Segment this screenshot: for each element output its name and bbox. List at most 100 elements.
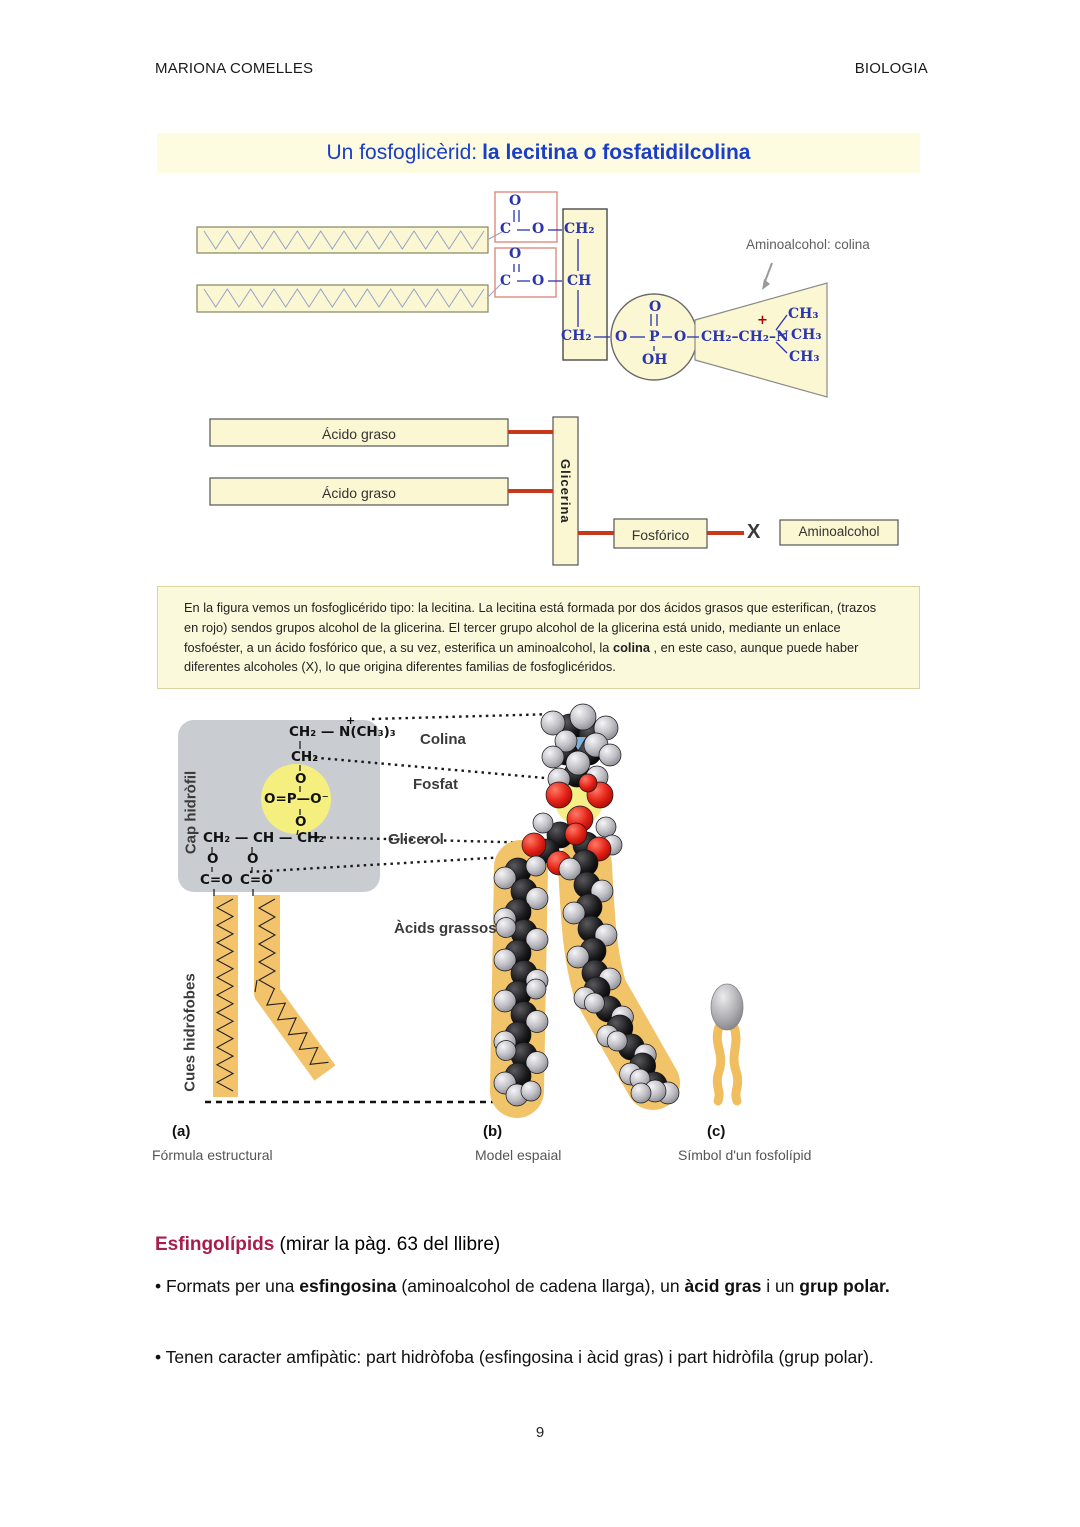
heading-term: Esfingolípids	[155, 1234, 275, 1255]
atom-C: C	[500, 221, 512, 237]
sphere	[545, 781, 573, 809]
sphere	[495, 917, 517, 938]
bullet-1-bold: àcid gras	[684, 1276, 762, 1296]
sphere	[525, 887, 549, 910]
formula-bonds	[211, 741, 301, 896]
figure-title-banner: Un fosfoglicèrid: la lecitina o fosfatid…	[157, 133, 920, 173]
choline-trapezoid	[694, 282, 828, 398]
x-placeholder: X	[747, 521, 761, 543]
group-CH2: CH₂	[564, 221, 595, 237]
choline-chain: CH₂–CH₂–N	[701, 329, 789, 345]
sphere	[566, 945, 590, 969]
ester-bond-box-1	[494, 191, 558, 243]
panel-a-tag: (a)	[172, 1123, 191, 1140]
panel-b-caption: Model espaial	[475, 1147, 562, 1163]
bullet-2: • Tenen caracter amfipàtic: part hidròfo…	[155, 1347, 874, 1367]
atom-O: O	[674, 329, 687, 345]
aminoalcohol-label: Aminoalcohol	[798, 524, 880, 539]
tail-bent-lower	[256, 985, 336, 1081]
sphere	[569, 703, 597, 731]
glycerol-row: CH₂ — CH — CH₂	[203, 830, 325, 846]
sphere	[525, 1051, 549, 1074]
sphere	[521, 832, 547, 858]
header-subject: BIOLOGIA	[854, 60, 928, 77]
figure-phospholipid-panels: Cap hidròfil Cues hidròfobes CH₂ — N(CH₃…	[0, 695, 1080, 1180]
sphere	[525, 855, 547, 877]
model-spheres	[493, 703, 680, 1107]
atom-O: O	[615, 329, 628, 345]
phosphoric-label: Fosfórico	[631, 527, 690, 543]
fatty-zigzags	[203, 230, 485, 308]
sphere	[558, 857, 582, 881]
sphere	[532, 812, 554, 834]
sphere	[584, 992, 605, 1014]
carbonyl: C=O	[200, 872, 233, 888]
dotted-connectors	[249, 712, 557, 874]
group-CH2: CH₂	[561, 328, 592, 344]
header-author: MARIONA COMELLES	[155, 60, 314, 77]
sphere	[562, 901, 586, 925]
plus-charge: +	[346, 714, 356, 727]
glycerol-label: Glicerol	[388, 831, 444, 848]
caption-text: En la figura vemos un fosfoglicérido tip…	[184, 600, 877, 655]
page-number: 9	[535, 1424, 545, 1441]
bullet-1-text: i un	[761, 1276, 800, 1296]
fatty-acid-block-1	[209, 418, 509, 447]
plus-charge: +	[757, 313, 768, 328]
sphere	[525, 1010, 549, 1033]
bond-lines	[513, 210, 788, 354]
phospholipid-drawing	[178, 703, 744, 1118]
sphere	[495, 1040, 517, 1061]
phosphate-row: O=P—O⁻	[264, 791, 329, 807]
group-CH: CH	[567, 273, 592, 289]
bullet-1-text: (aminoalcohol de cadena llarga), un	[396, 1276, 685, 1296]
sphere	[493, 989, 517, 1013]
atom-O: O	[295, 771, 307, 787]
formula-choline-row: CH₂ — N(CH₃)₃	[289, 724, 396, 740]
glycerol-box	[562, 208, 608, 361]
choline-label: Colina	[420, 731, 466, 748]
bullet-1: • Formats per una esfingosina (aminoalco…	[155, 1270, 945, 1302]
tails-label: Cues hidròfobes	[181, 973, 199, 1092]
sphere	[554, 729, 578, 753]
panel-c-tag: (c)	[707, 1123, 726, 1140]
fatty-chain-box-1	[196, 226, 489, 254]
phosphate-highlight	[261, 764, 331, 834]
atom-O: O	[509, 246, 522, 262]
group-CH3: CH₃	[788, 306, 819, 322]
title-bold: la lecitina o fosfatidilcolina	[482, 141, 751, 164]
atom-C: C	[500, 273, 512, 289]
group-OH: OH	[642, 352, 668, 368]
group-CH2: CH₂	[291, 749, 319, 765]
caption-bold-colina: colina	[612, 639, 650, 655]
atom-O: O	[207, 851, 219, 867]
title-prefix: Un fosfoglicèrid:	[326, 141, 478, 164]
fatty-acid-block-2	[209, 477, 509, 506]
atom-O: O	[295, 814, 307, 830]
fatty-acid-label-2: Ácido graso	[322, 485, 396, 501]
symbol-tail-2	[729, 1022, 743, 1106]
sphere	[606, 1030, 628, 1052]
atom-O: O	[532, 273, 545, 289]
caption-text: , en este caso, aunque puede haber difer…	[184, 639, 859, 675]
bullet-1-bold: esfingosina	[299, 1276, 397, 1296]
sphere	[595, 816, 617, 838]
lecithin-structure-drawing	[196, 191, 899, 566]
head-label: Cap hidròfil	[182, 770, 200, 855]
sphere	[564, 822, 588, 846]
atom-P: P	[649, 329, 660, 345]
group-CH3: CH₃	[791, 327, 822, 343]
sphere	[565, 750, 591, 776]
sphere	[493, 866, 517, 890]
phosphate-label: Fosfat	[413, 776, 458, 793]
ester-link-lines	[508, 430, 744, 535]
sphere	[578, 773, 598, 793]
aminoalcohol-note: Aminoalcohol: colina	[746, 237, 870, 252]
tail-zigzags	[215, 898, 329, 1092]
group-CH3: CH₃	[789, 349, 820, 365]
panel-b-tag: (b)	[483, 1123, 503, 1140]
heading-rest: (mirar la pàg. 63 del llibre)	[274, 1234, 501, 1255]
sphere	[540, 710, 566, 736]
symbol-tail-1	[712, 1022, 726, 1106]
atom-O: O	[509, 193, 522, 209]
